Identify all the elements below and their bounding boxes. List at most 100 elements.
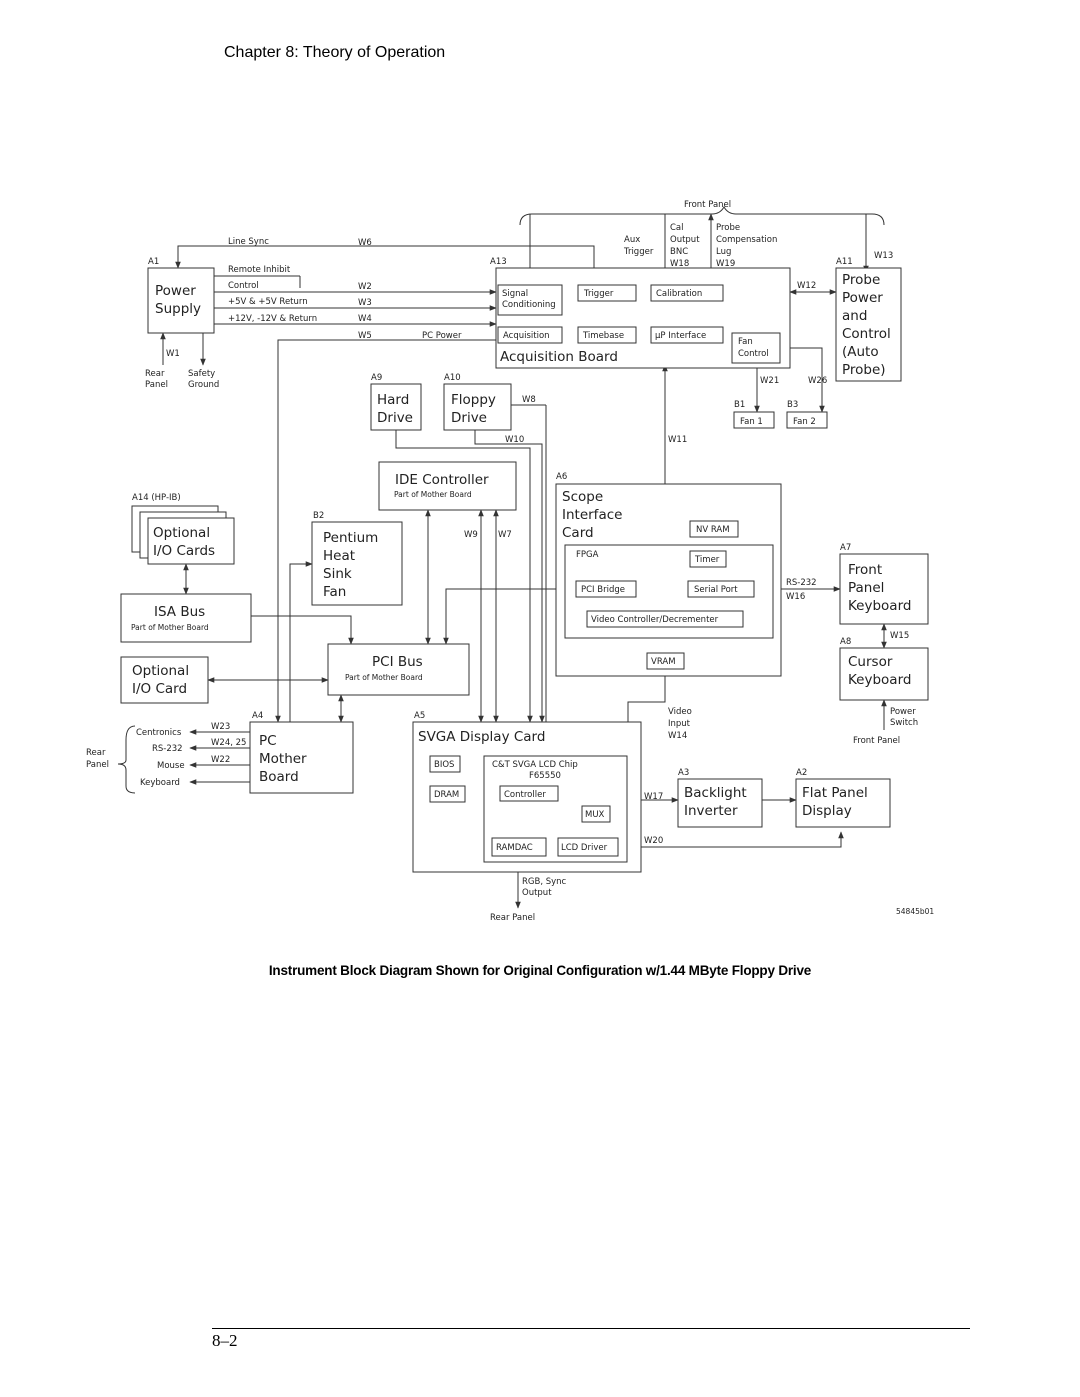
floppy-drive-block <box>443 383 512 431</box>
front-panel-brace <box>519 205 885 226</box>
pc-mother-board-label-3: Board <box>259 769 299 785</box>
w11-label: W11 <box>668 435 687 445</box>
b3-label: B3 <box>787 400 798 410</box>
a9-label: A9 <box>371 373 382 383</box>
w26-label: W26 <box>808 376 827 386</box>
timer-block <box>689 550 727 568</box>
signal-conditioning-block <box>497 284 563 316</box>
w10-label: W10 <box>505 435 524 445</box>
probe-power-label-3: and <box>842 308 867 324</box>
w17-label: W17 <box>644 792 663 802</box>
power-supply-label: Power <box>155 283 196 299</box>
cursor-keyboard-label-2: Keyboard <box>848 672 911 688</box>
backlight-inverter-label-2: Inverter <box>684 803 738 819</box>
rs232-label: RS-232 <box>152 744 183 754</box>
pentium-label-4: Fan <box>323 584 346 600</box>
fan1-label: Fan 1 <box>740 417 763 427</box>
flat-panel-display-block <box>795 778 891 828</box>
cal-output-label-3: BNC <box>670 247 688 257</box>
probe-power-label-2: Power <box>842 290 883 306</box>
a14-label: A14 (HP-IB) <box>132 493 181 503</box>
optional-io-card-label: Optional <box>132 663 189 679</box>
ct-chip-label: C&T SVGA LCD Chip <box>492 760 578 770</box>
w20-label: W20 <box>644 836 663 846</box>
mouse-label: Mouse <box>157 761 185 771</box>
probe-comp-label-3: Lug <box>716 247 731 257</box>
mux-block <box>581 805 611 823</box>
ide-controller-label: IDE Controller <box>395 472 489 488</box>
a7-label: A7 <box>840 543 851 553</box>
w2-label: W2 <box>358 282 372 292</box>
dram-label: DRAM <box>434 790 459 800</box>
a11-label: A11 <box>836 257 853 267</box>
timer-label: Timer <box>694 555 720 565</box>
rgb-sync-label-2: Output <box>522 888 552 898</box>
rear-panel-side-label-2: Panel <box>86 760 109 770</box>
w7-label: W7 <box>498 530 512 540</box>
ramdac-label: RAMDAC <box>496 843 533 853</box>
rear-panel-label-2: Panel <box>145 380 168 390</box>
floppy-drive-label: Floppy <box>451 392 496 408</box>
floppy-drive-label-2: Drive <box>451 410 487 426</box>
w4-label: W4 <box>358 314 372 324</box>
control-label: Control <box>228 281 259 291</box>
lcd-driver-block <box>557 837 619 857</box>
nv-ram-block <box>689 520 739 538</box>
power-supply-label-2: Supply <box>155 301 201 317</box>
scope-interface-label-3: Card <box>562 525 594 541</box>
w13-label: W13 <box>874 251 893 261</box>
figure-id-label: 54845b01 <box>896 907 934 916</box>
plus5-label: +5V & +5V Return <box>228 297 308 307</box>
calibration-block <box>650 284 724 302</box>
probe-comp-label: Probe <box>716 223 740 233</box>
front-panel-keyboard-label: Front <box>848 562 882 578</box>
power-supply-block <box>147 267 215 334</box>
timebase-label: Timebase <box>582 331 624 341</box>
b1-label: B1 <box>734 400 745 410</box>
fan2-label: Fan 2 <box>793 417 816 427</box>
flat-panel-display-label-2: Display <box>802 803 852 819</box>
hard-drive-block <box>370 383 422 431</box>
pc-mother-board-block <box>249 721 354 794</box>
cursor-keyboard-block <box>839 647 929 701</box>
flat-panel-display-label: Flat Panel <box>802 785 868 801</box>
a4-label: A4 <box>252 711 263 721</box>
ide-controller-block <box>378 461 517 511</box>
power-switch-label-2: Switch <box>890 718 918 728</box>
isa-bus-block <box>120 593 252 643</box>
fan-control-label-2: Control <box>738 349 769 359</box>
safety-ground-label-2: Ground <box>188 380 219 390</box>
serial-port-label: Serial Port <box>694 585 738 595</box>
ide-part-of-mb-label: Part of Mother Board <box>394 490 472 499</box>
fan-control-label: Fan <box>738 337 753 347</box>
pentium-label-1: Pentium <box>323 530 378 546</box>
aux-trigger-label-2: Trigger <box>623 247 654 257</box>
serial-port-block <box>687 580 755 598</box>
front-panel-bottom-label: Front Panel <box>853 736 900 746</box>
scope-interface-label: Scope <box>562 489 603 505</box>
cal-output-label-2: Output <box>670 235 700 245</box>
video-input-label-2: Input <box>668 719 691 729</box>
probe-power-label-4: Control <box>842 326 891 342</box>
pentium-fan-block <box>311 521 403 606</box>
optional-io-card-label-2: I/O Card <box>132 681 187 697</box>
pc-power-label: PC Power <box>422 331 462 341</box>
acquisition-board-label: Acquisition Board <box>500 349 618 365</box>
fpga-label: FPGA <box>576 550 599 560</box>
front-panel-keyboard-label-3: Keyboard <box>848 598 911 614</box>
front-panel-keyboard-block <box>839 553 929 625</box>
w23-label: W23 <box>211 722 230 732</box>
video-controller-block <box>586 610 744 628</box>
lcd-driver-label: LCD Driver <box>561 843 608 853</box>
ct-chip-label-2: F65550 <box>529 771 561 781</box>
keyboard-label: Keyboard <box>140 778 180 788</box>
rgb-sync-label: RGB, Sync <box>522 877 567 887</box>
bios-block <box>429 755 461 773</box>
scope-interface-label-2: Interface <box>562 507 622 523</box>
video-input-label: Video <box>668 707 692 717</box>
a6-label: A6 <box>556 472 567 482</box>
bios-label: BIOS <box>434 760 454 770</box>
vram-block <box>646 652 685 670</box>
chapter-title: Chapter 8: Theory of Operation <box>224 44 446 61</box>
